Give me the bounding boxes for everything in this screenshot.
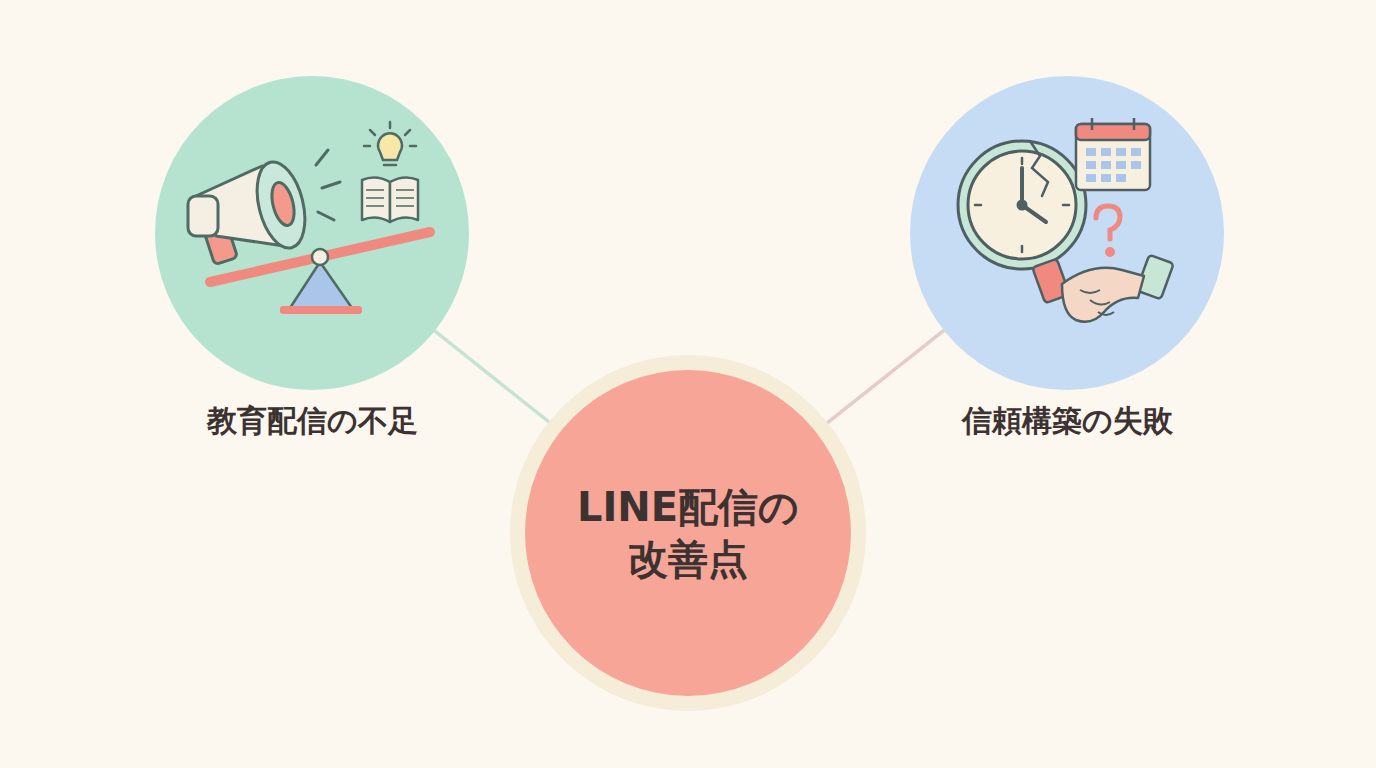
book-icon [362, 177, 418, 222]
topic-circle: 信頼構築の失敗 [910, 76, 1224, 390]
topic-fill [910, 76, 1224, 390]
calendar-icon [1076, 118, 1150, 190]
broken-clock-icon [958, 141, 1086, 269]
lightbulb-icon [364, 122, 416, 165]
topic-fill [155, 76, 469, 390]
circle-shape [155, 76, 469, 390]
handshake-icon [1032, 255, 1173, 322]
seesaw-icon [210, 232, 430, 314]
megaphone-icon [188, 150, 340, 265]
question-mark-icon [1096, 206, 1120, 255]
topic-label: 信頼構築の失敗 [962, 403, 1173, 439]
hub-ring [510, 355, 866, 711]
circle-shape [910, 76, 1224, 390]
topic-circle: 教育配信の不足 [155, 76, 469, 390]
connector-line [828, 330, 944, 422]
circle-shape [510, 355, 866, 711]
hub-title: LINE配信の 改善点 [555, 481, 821, 585]
topic-label: 教育配信の不足 [207, 403, 418, 439]
hub-fill [525, 370, 851, 696]
hub-circle: LINE配信の 改善点 [510, 355, 866, 711]
connector-line [435, 331, 549, 422]
